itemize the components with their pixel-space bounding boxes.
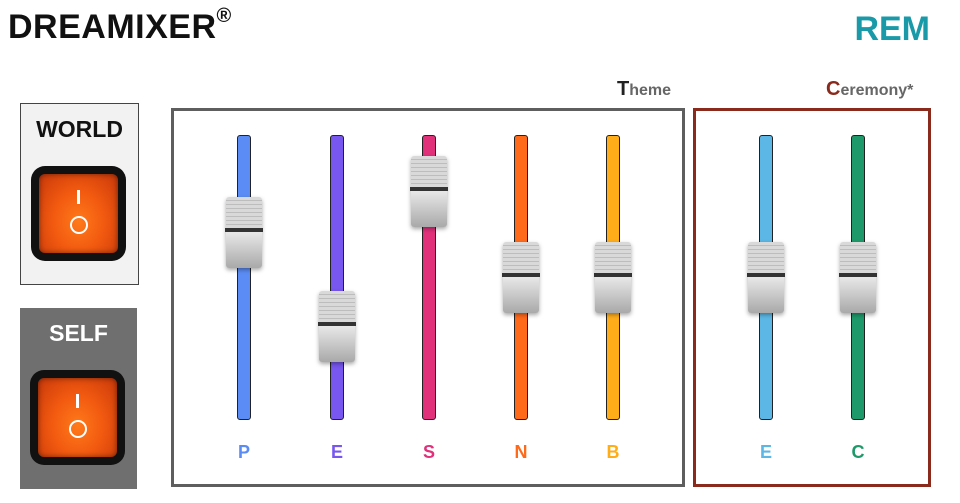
ceremony-label-initial: C	[826, 78, 841, 100]
channel-label: P	[237, 442, 250, 462]
rem-title: REM	[854, 10, 930, 48]
fader-knob-c[interactable]	[839, 242, 877, 313]
app-title-text: DREAMIXER	[8, 8, 217, 46]
theme-group-box	[171, 108, 685, 487]
world-label: WORLD	[36, 116, 123, 142]
fader-track-e[interactable]	[330, 135, 344, 420]
power-on-icon	[77, 190, 80, 204]
ceremony-label-rest: eremony*	[840, 82, 914, 99]
app-title: DREAMIXER®	[8, 4, 232, 47]
ceremony-group-label: Ceremony*	[826, 78, 913, 101]
fader-track-p[interactable]	[237, 135, 251, 420]
power-on-icon	[76, 394, 79, 408]
fader-knob-n[interactable]	[502, 242, 540, 313]
power-off-icon	[69, 216, 88, 234]
world-switch-face	[39, 174, 118, 253]
fader-knob-p[interactable]	[225, 197, 263, 269]
channel-label: N	[514, 442, 528, 462]
self-toggle-switch[interactable]	[30, 370, 125, 465]
theme-label-initial: T	[617, 78, 630, 100]
self-label: SELF	[49, 320, 108, 346]
ceremony-group-box	[693, 108, 931, 487]
channel-label: E	[330, 442, 343, 462]
registered-mark: ®	[216, 4, 232, 27]
channel-label: B	[606, 442, 620, 462]
world-toggle-switch[interactable]	[31, 166, 126, 261]
channel-label: E	[759, 442, 772, 462]
theme-label-rest: heme	[629, 82, 672, 99]
world-panel: WORLD	[20, 103, 139, 285]
power-off-icon	[68, 420, 87, 438]
channel-label: S	[422, 442, 435, 462]
channel-label: C	[851, 442, 865, 462]
theme-group-label: Theme	[617, 78, 671, 101]
self-switch-face	[38, 378, 117, 457]
fader-knob-b[interactable]	[594, 242, 632, 313]
self-panel: SELF	[20, 308, 137, 489]
fader-knob-e[interactable]	[318, 291, 356, 363]
fader-knob-e[interactable]	[747, 242, 785, 313]
fader-knob-s[interactable]	[410, 156, 448, 228]
